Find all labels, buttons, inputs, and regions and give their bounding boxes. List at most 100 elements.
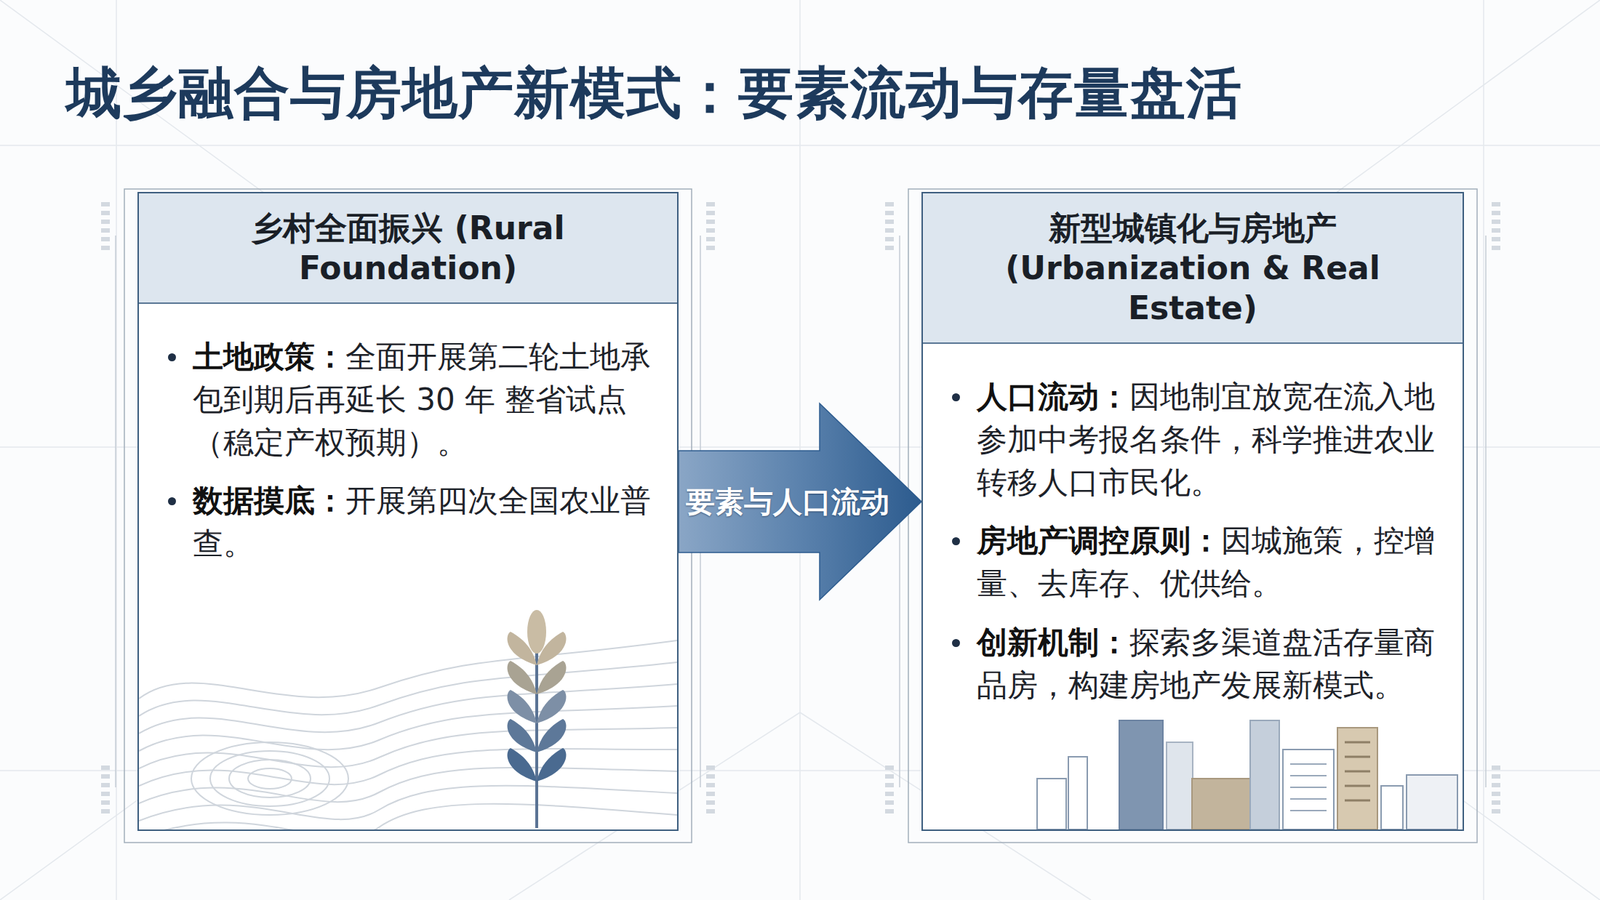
frame-tick (101, 219, 110, 224)
frame-tick (101, 800, 110, 806)
wheat-kernel (507, 690, 537, 724)
frame-tick (885, 202, 894, 207)
frame-tick (885, 210, 894, 216)
contour-ring (229, 760, 311, 798)
building (1037, 778, 1067, 830)
outer-frame (124, 189, 692, 843)
building (1166, 742, 1193, 830)
frame-tick (101, 245, 110, 251)
frame-tick (1491, 245, 1501, 251)
building-window (1290, 786, 1327, 789)
frame-tick (101, 809, 110, 814)
frame-tick (1491, 219, 1501, 224)
frame-tick (101, 210, 110, 216)
frame-tick (706, 237, 715, 242)
frame-rail (114, 235, 117, 788)
wheat-stem (535, 626, 539, 829)
wheat-kernel (536, 690, 566, 724)
building (1381, 786, 1403, 830)
frame-tick (101, 228, 110, 233)
panel-heading: 乡村全面振兴 (Rural Foundation) (218, 208, 598, 288)
bullet-label: 数据摸底： (192, 482, 346, 519)
outer-frame (908, 189, 1478, 843)
frame-tick (885, 783, 894, 788)
frame-tick (1491, 202, 1501, 207)
building-window (1290, 810, 1327, 812)
frame-tick (885, 809, 894, 814)
frame-tick (101, 783, 110, 788)
frame-rail (1485, 235, 1487, 788)
bullet-item: 创新机制：探索多渠道盘活存量商品房，构建房地产发展新模式。 (944, 621, 1437, 708)
bullet-label: 创新机制： (976, 624, 1130, 661)
bullet-item: 土地政策：全面开展第二轮土地承包到期后再延长 30 年 整省试点（稳定产权预期）… (160, 336, 651, 464)
frame-tick (885, 800, 894, 806)
wheat-plant (507, 610, 567, 829)
panel-body: 土地政策：全面开展第二轮土地承包到期后再延长 30 年 整省试点（稳定产权预期）… (138, 304, 678, 566)
frame-tick (1491, 774, 1501, 779)
frame-tick (1491, 237, 1501, 242)
frame-tick (885, 774, 894, 779)
frame-tick (706, 809, 715, 814)
bullet-dot (168, 353, 176, 362)
frame-tick (885, 237, 894, 242)
contour-line (138, 804, 678, 830)
building-window (1344, 800, 1371, 803)
wheat-kernel (536, 748, 566, 782)
frame-tick (101, 765, 110, 771)
contour-line (138, 728, 678, 769)
contour-lines (138, 640, 678, 830)
frame-tick (885, 219, 894, 224)
frame-tick (1491, 792, 1501, 797)
frame-tick (1491, 765, 1501, 771)
bullet-label: 土地政策： (192, 338, 346, 375)
panel-header: 乡村全面振兴 (Rural Foundation) (138, 193, 678, 304)
wheat-kernel (507, 661, 537, 695)
bullet-label: 人口流动： (976, 378, 1130, 415)
wheat-kernel (536, 661, 566, 695)
bullet-item: 房地产调控原则：因城施策，控增量、去库存、优供给。 (944, 520, 1437, 606)
building (1119, 720, 1163, 830)
title: 城乡融合与房地产新模式：要素流动与存量盘活 (66, 56, 1243, 132)
building (1282, 749, 1334, 830)
building (1406, 775, 1458, 830)
flow-arrow (678, 403, 922, 600)
frame-tick (101, 774, 110, 779)
contour-line (138, 786, 678, 822)
building-window (1344, 741, 1371, 744)
frame-tick (885, 245, 894, 251)
frame-tick (706, 783, 715, 788)
frame-tick (706, 210, 715, 216)
building-window (1290, 798, 1327, 800)
frame-tick (706, 774, 715, 779)
frame-tick (101, 237, 110, 242)
wheat-kernel (536, 719, 566, 753)
contour-ring (248, 768, 292, 790)
frame-tick (706, 245, 715, 251)
panel-heading: 新型城镇化与房地产 (Urbanization & Real Estate) (938, 208, 1448, 328)
frame-tick (885, 792, 894, 797)
panel-header: 新型城镇化与房地产 (Urbanization & Real Estate) (922, 193, 1463, 344)
wheat-illustration (138, 597, 678, 830)
bullet-label: 房地产调控原则： (976, 522, 1222, 559)
panel-body: 人口流动：因地制宜放宽在流入地参加中考报名条件，科学推进农业转移人口市民化。房地… (922, 344, 1463, 708)
contour-ring (210, 751, 330, 807)
frame-tick (706, 765, 715, 771)
panel-box: 新型城镇化与房地产 (Urbanization & Real Estate) 人口… (921, 192, 1464, 832)
buildings (1037, 720, 1458, 830)
frame-tick (101, 792, 110, 797)
bullet-dot (952, 639, 960, 648)
frame-tick (1491, 228, 1501, 233)
frame-tick (706, 792, 715, 797)
building-window (1290, 763, 1327, 766)
contour-line (138, 706, 678, 752)
arrow-label: 要素与人口流动 (685, 482, 890, 523)
building (1250, 720, 1280, 830)
bullet-dot (168, 497, 176, 506)
contour-ring (191, 742, 349, 816)
building (1192, 778, 1251, 830)
frame-tick (706, 800, 715, 806)
building (1068, 757, 1088, 830)
wheat-kernel (507, 719, 537, 753)
building-window (1290, 775, 1327, 777)
